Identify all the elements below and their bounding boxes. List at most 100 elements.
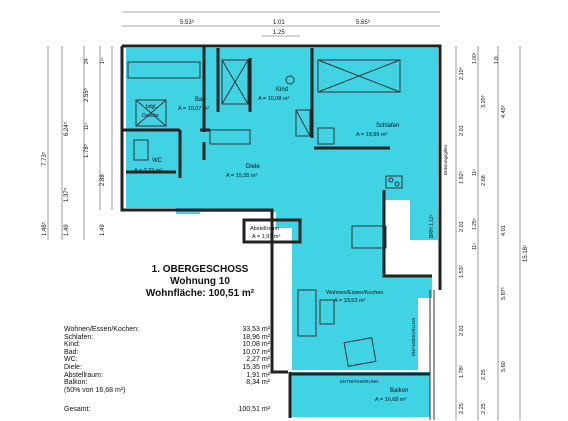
- area-table-room: Kind:: [64, 341, 80, 349]
- area-table-room: Abstellraum:: [64, 371, 103, 379]
- area-table-room: (50% von 16,68 m²): [64, 386, 126, 394]
- bathtub-icon: [127, 61, 201, 79]
- dim-left-outer-1: 7.73⁵: [41, 151, 48, 166]
- area-table-room: Wohnen/Essen/Kochen:: [64, 326, 139, 333]
- dim-right-a-4: 2.01: [459, 221, 465, 232]
- area-table-row: Schlafen: 18,96 m²: [64, 334, 270, 342]
- area-table-row: (50% von 16,68 m²): [64, 387, 270, 395]
- room-name-wohnen: Wohnen/Essen/Kochen: [326, 290, 383, 296]
- dim-right-c-1: 4.45⁶: [500, 105, 507, 118]
- dimension-texts: 5.53⁵ 1.01 5.65⁵ 1.25 7.73⁵ 1.48⁵ 6.24⁵ …: [41, 19, 529, 414]
- shower-icon: [135, 99, 167, 127]
- dim-right-small-2: 11⁵: [472, 169, 478, 176]
- area-table-value: 18,96 m²: [242, 333, 270, 341]
- room-labels: Bad A = 10,07 m² bdgl. Dusche Kind A = 1…: [134, 87, 448, 403]
- room-name-wc: WC: [152, 158, 163, 164]
- total-label: Gesamt:: [64, 406, 91, 413]
- dimension-lines: [47, 11, 521, 420]
- dim-left-inner-6: 24: [84, 58, 90, 64]
- room-area-diele: A = 15,35 m²: [226, 173, 258, 179]
- double-bed-icon: [317, 59, 401, 93]
- room-area-schlafen: A = 18,96 m²: [356, 132, 388, 138]
- area-table-row: Abstellraum: 1,91 m²: [64, 372, 270, 380]
- dim-right-small-5: 1.8¹: [494, 55, 500, 64]
- toilet-icon: [133, 139, 149, 161]
- area-table-row: Wohnen/Essen/Kochen: 33,53 m²: [64, 326, 270, 334]
- plan-heading: 1. OBERGESCHOSS Wohnung 10 Wohnfläche: 1…: [100, 264, 300, 300]
- dim-right-c-3: 5.87⁶: [500, 287, 507, 300]
- dim-top-4: 1.25: [273, 30, 285, 36]
- stove-icon: [385, 175, 403, 189]
- dim-left-inner-3: 2.88: [100, 174, 106, 186]
- dim-left-inner-2: 1.78⁵: [83, 143, 90, 158]
- living-area-title: Wohnfläche: 100,51 m²: [145, 288, 255, 299]
- room-area-wc: A = 2,27 m²: [134, 168, 162, 174]
- room-name-abstellraum: Abstellraum: [250, 226, 279, 232]
- room-area-wohnen: A = 33,53 m²: [334, 298, 366, 304]
- dim-right-c-4: 5.60: [501, 361, 507, 372]
- area-table-room: Bad:: [64, 348, 79, 356]
- area-table-row: Diele:15,35 m²: [64, 364, 270, 372]
- area-table-row: Kind:10,08 m²: [64, 341, 270, 349]
- area-table-value: [214, 387, 270, 395]
- wardrobe-icon: [295, 109, 311, 137]
- dim-right-small-3: 1.25⁵: [472, 218, 478, 230]
- dim-left-inner-5: 11⁵: [84, 123, 90, 130]
- furniture: [127, 59, 403, 367]
- room-area-balkon: A = 16,68 m²: [375, 397, 407, 403]
- area-table-room: Schlafen:: [64, 333, 94, 341]
- area-table-room: Diele:: [64, 363, 82, 371]
- dim-top-3: 5.65⁵: [356, 19, 371, 26]
- area-table-value: 33,53 m²: [242, 326, 270, 333]
- dim-right-d-1: 15.18¹: [523, 245, 529, 262]
- dim-right-a-3: 1.92⁵: [458, 171, 465, 184]
- dim-right-a-2: 2.01: [459, 125, 465, 136]
- dim-right-a-6: 2.01: [459, 325, 465, 336]
- dim-right-b-4: 2.25: [481, 403, 487, 414]
- dim-left-inner-4: 1.49: [100, 224, 106, 236]
- area-table-row: Balkon:8,34 m²: [64, 379, 270, 387]
- dim-right-small-4: 11⁵: [472, 243, 478, 250]
- walls: [120, 44, 442, 420]
- area-table-value: 1,91 m²: [246, 371, 270, 379]
- room-area-bad: A = 10,07 m²: [178, 106, 210, 112]
- dim-right-small-1: 1.00⁵: [472, 52, 478, 64]
- floor-title: 1. OBERGESCHOSS: [151, 264, 249, 275]
- dim-left-mid-2: 1.37⁵: [63, 187, 70, 202]
- dim-right-b-2: 2.68: [481, 175, 487, 186]
- area-table-value: 8,34 m²: [246, 379, 270, 387]
- room-area-kind: A = 10,08 m²: [258, 96, 290, 102]
- cabinet-icon: [209, 129, 251, 145]
- dim-right-b-1: 3.20⁶: [480, 95, 487, 108]
- dim-left-mid-3: 1.49: [64, 224, 70, 236]
- railing-label: Brüstungsgitter: [443, 144, 448, 175]
- shower-label-1: bdgl.: [146, 104, 157, 110]
- kid-bed-icon: [221, 59, 249, 105]
- sofa-icon: [297, 289, 317, 337]
- area-table-row: WC:2,27 m²: [64, 356, 270, 364]
- area-table: Wohnen/Essen/Kochen: 33,53 m² Schlafen: 18,…: [64, 326, 270, 394]
- total-row: Gesamt: 100,51 m²: [64, 406, 270, 413]
- dim-right-a-1: 2.10⁴: [458, 66, 465, 80]
- dim-right-a-7: 1.78²: [459, 365, 465, 378]
- room-area-abstellraum: A = 1,91 m²: [252, 234, 280, 240]
- dim-right-c-2: 4.01: [501, 225, 507, 236]
- dim-left-outer-2: 1.48⁵: [41, 221, 48, 236]
- room-name-bad: Bad: [195, 97, 206, 103]
- dim-right-a-5: 1.53²: [459, 265, 465, 278]
- dim-left-inner-7: 1¹⁵: [100, 57, 106, 64]
- dim-right-b-3: 2.25: [481, 369, 487, 380]
- dim-top-2: 1.01: [273, 20, 285, 26]
- total-value: 100,51 m²: [238, 406, 270, 413]
- dim-left-inner-1: 2.55⁵: [83, 87, 90, 102]
- unit-title: Wohnung 10: [170, 276, 230, 287]
- room-name-kind: Kind: [276, 87, 288, 93]
- drainage-label-vertical: ENTWÄSSERUNG: [411, 318, 417, 357]
- dim-left-mid-1: 6.24⁵: [63, 121, 70, 136]
- shower-label-2: Dusche: [142, 113, 159, 119]
- armchair-icon: [343, 337, 377, 367]
- sill-height-label: BRH 1,12⁵: [429, 214, 435, 238]
- dim-right-a-8: 2.25: [459, 403, 465, 414]
- area-table-value: 10,07 m²: [242, 348, 270, 356]
